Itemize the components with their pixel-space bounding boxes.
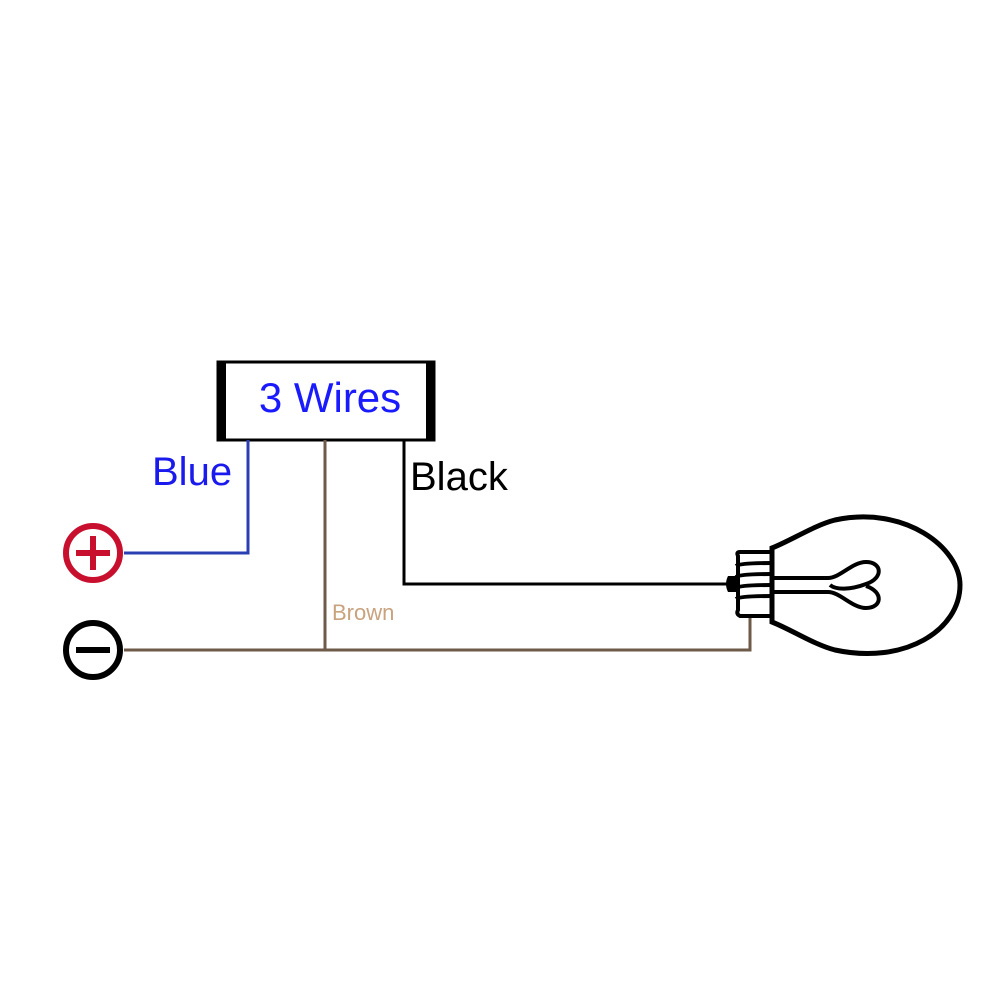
minus-circle-icon (63, 620, 123, 680)
blue-wire-label: Blue (152, 450, 232, 494)
light-bulb-icon (726, 514, 963, 656)
blue-wire (124, 440, 250, 555)
brown-wire-label: Brown (332, 600, 394, 625)
plus-circle-icon (63, 523, 123, 583)
black-wire (402, 440, 728, 586)
ground-wire (124, 598, 752, 652)
black-wire-label: Black (410, 455, 509, 499)
sensor-label: 3 Wires (259, 374, 401, 421)
sensor-box: 3 Wires (216, 360, 436, 442)
